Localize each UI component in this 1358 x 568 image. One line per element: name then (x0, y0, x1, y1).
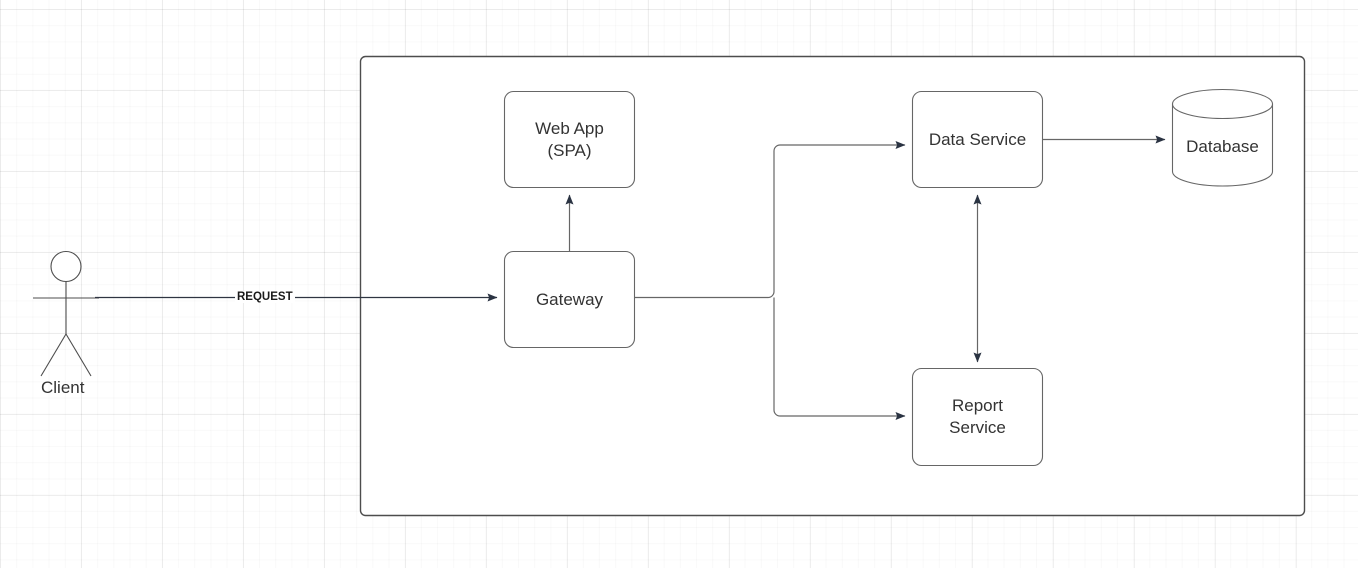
actor-head-icon (50, 250, 82, 283)
system-boundary-rect[interactable] (359, 55, 1306, 517)
node-report-service-rect[interactable] (911, 367, 1044, 467)
node-data-service-rect[interactable] (911, 90, 1044, 189)
actor-client-figure[interactable] (33, 250, 99, 377)
actor-leg-left-line (40, 333, 67, 377)
edge-gateway-to-data-service[interactable] (635, 141, 906, 299)
edge-gateway-to-report-service[interactable] (773, 297, 906, 420)
node-gateway-rect[interactable] (503, 250, 636, 349)
actor-leg-right-line (65, 333, 92, 377)
node-database-cylinder[interactable] (1171, 88, 1274, 187)
database-top-ellipse (1171, 88, 1274, 120)
node-web-app-rect[interactable] (503, 90, 636, 189)
